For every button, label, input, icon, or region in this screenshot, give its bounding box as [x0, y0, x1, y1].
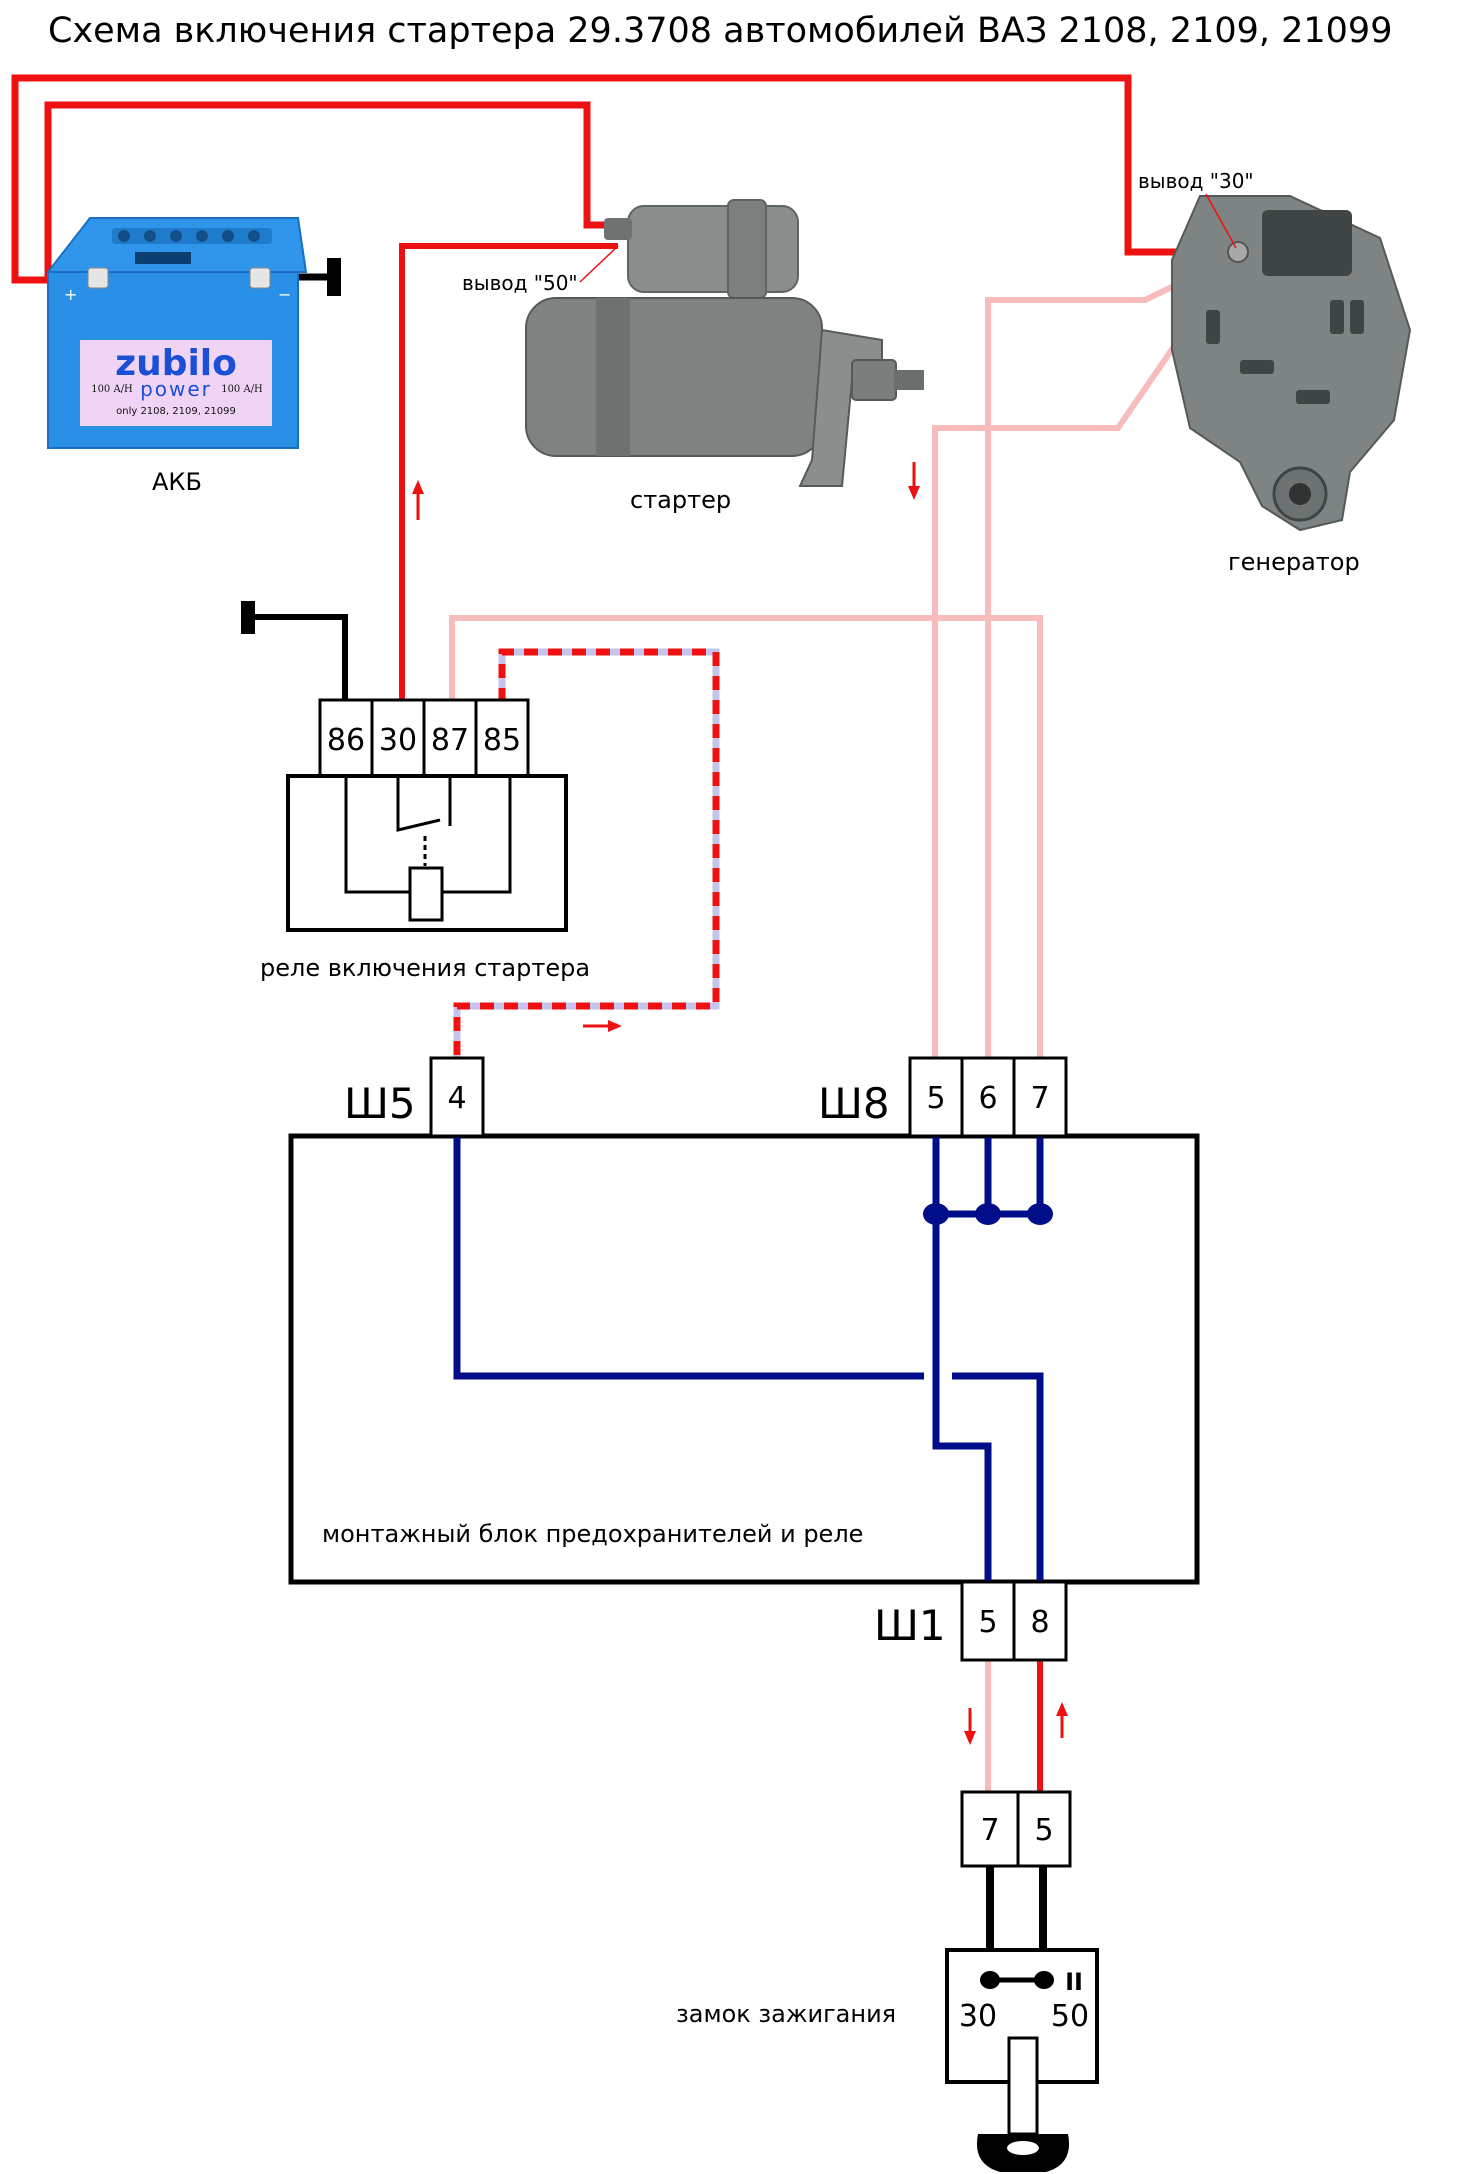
direction-arrows: [412, 462, 1068, 1745]
battery-capacity-right: 100 A/H: [221, 384, 263, 395]
svg-text:+: +: [64, 285, 77, 304]
arrow-down-ignition-feed: [964, 1708, 976, 1745]
connector-sh1-name: Ш1: [874, 1601, 946, 1650]
battery-terminal-minus: −: [249, 267, 291, 304]
ignition-connector-pin-5: [1016, 1790, 1072, 1868]
relay-contact-30: [396, 776, 441, 832]
wire-relay85-to-sh5-dash: [453, 648, 720, 1058]
relay-coil-circuit: [344, 776, 512, 894]
starter-shaft: [894, 370, 924, 390]
connector-sh1-pin-5-label: 5: [978, 1605, 997, 1640]
ignition-key-shaft: [1007, 2036, 1039, 2136]
ignition-contact-50: [1034, 1971, 1054, 1989]
generator-vents: [1206, 300, 1364, 404]
wire-relay87-to-sh8-7: [449, 615, 1043, 1058]
connector-sh8-pin-7-label: 7: [1030, 1081, 1049, 1116]
generator-terminal-label: вывод "30": [1138, 169, 1254, 193]
connector-sh8-pin-6-label: 6: [978, 1081, 997, 1116]
junction-sh8-6: [975, 1203, 1001, 1225]
ignition-key-hole: [1007, 2141, 1039, 2155]
battery-brand-sub: power: [140, 377, 212, 401]
connector-sh5-name: Ш5: [344, 1079, 416, 1128]
connector-sh8-name: Ш8: [818, 1079, 890, 1128]
battery: + − zubilo power 100 A/H 100 A/H only 21…: [45, 217, 308, 449]
generator-terminal-pointer: [1205, 193, 1237, 249]
connector-sh8-pin-5: [908, 1056, 964, 1138]
relay-coil: [408, 866, 444, 922]
relay-pin-85: [474, 698, 530, 778]
ignition-switch: 7 5 II 30 50: [945, 1790, 1099, 2172]
starter-pinion: [851, 359, 897, 401]
generator: [1171, 195, 1412, 532]
generator-regulator: [1262, 210, 1352, 276]
internal-sh8-5-to-sh1-5: [932, 1136, 992, 1582]
wire-relay30-to-starter50: [399, 243, 618, 702]
starter: [525, 199, 924, 487]
connector-sh1-pin-8: [1012, 1580, 1068, 1662]
relay-pin-86-label: 86: [327, 723, 365, 758]
connector-sh8-pin-5-label: 5: [926, 1081, 945, 1116]
generator-housing: [1171, 195, 1412, 532]
generator-label: генератор: [1228, 548, 1360, 576]
ignition-position-label: II: [1065, 1968, 1083, 1996]
connector-sh5-pin-4-label: 4: [447, 1081, 466, 1116]
mounting-block-body: [288, 1133, 1200, 1585]
arrow-up-starter-feed: [412, 480, 424, 520]
generator-mount-hole: [1289, 483, 1311, 505]
mounting-block-internal-wiring: [453, 1136, 1044, 1582]
connector-sh8-pin-7: [1012, 1056, 1068, 1138]
battery-capacity-left: 100 A/H: [91, 384, 133, 395]
starter-terminal-post: [604, 218, 632, 240]
connector-sh1-pin-8-label: 8: [1030, 1605, 1049, 1640]
starter-terminal-pointer: [579, 245, 619, 283]
starter-motor-band: [596, 298, 630, 456]
internal-junctions: [923, 1203, 1053, 1225]
battery-fitment: only 2108, 2109, 21099: [116, 406, 236, 417]
mounting-block-label: монтажный блок предохранителей и реле: [322, 1520, 863, 1548]
relay-pin-30-label: 30: [379, 723, 417, 758]
wire-battery-to-generator: [11, 74, 1232, 284]
starter-terminal-label: вывод "50": [462, 271, 578, 295]
relay-pin-85-label: 85: [483, 723, 521, 758]
junction-sh8-5: [923, 1203, 949, 1225]
generator-terminal-30: [1227, 241, 1249, 263]
arrow-right-relay-control: [583, 1020, 622, 1032]
starter-solenoid-cap: [727, 199, 767, 299]
starter-solenoid: [627, 205, 799, 293]
battery-brand: zubilo: [115, 343, 237, 384]
battery-label: АКБ: [152, 468, 202, 496]
connector-sh5-pin-4: [429, 1056, 485, 1138]
ignition-switch-pin-30: 30: [959, 1999, 997, 2034]
starter-label: стартер: [630, 486, 731, 514]
battery-sticker: [80, 340, 272, 426]
connector-sh8-pin-6: [960, 1056, 1016, 1138]
arrow-down-generator-feed: [908, 462, 920, 500]
arrow-up-ignition-return: [1056, 1702, 1068, 1738]
relay-internals: [344, 776, 512, 922]
ignition-contact-30: [980, 1971, 1000, 1989]
diagram-title: Схема включения стартера 29.3708 автомоб…: [48, 11, 1392, 51]
relay-pin-30: [370, 698, 426, 778]
ignition-switch-pin-50: 50: [1051, 1999, 1089, 2034]
relay-label: реле включения стартера: [260, 954, 590, 982]
internal-sh5-4-to-sh1-8: [453, 1136, 1044, 1582]
ignition-connector-pin-7-label: 7: [980, 1813, 999, 1848]
ignition-label: замок зажигания: [676, 2000, 896, 2028]
ignition-connector-pin-5-label: 5: [1034, 1813, 1053, 1848]
relay-pin-86: [318, 698, 374, 778]
relay-pin-87-label: 87: [431, 723, 469, 758]
wire-relay86-to-ground: [248, 614, 348, 702]
starter-motor: [525, 297, 823, 457]
battery-indicator: [135, 252, 191, 264]
junction-sh8-7: [1027, 1203, 1053, 1225]
battery-vent-caps: [118, 230, 260, 242]
svg-text:−: −: [278, 285, 291, 304]
starter-relay: 86 30 87 85: [286, 698, 568, 932]
battery-terminal-plus: +: [64, 267, 109, 304]
mounting-block: Ш5 4 Ш8 5 6 7 Ш1 5 8: [288, 1056, 1200, 1662]
